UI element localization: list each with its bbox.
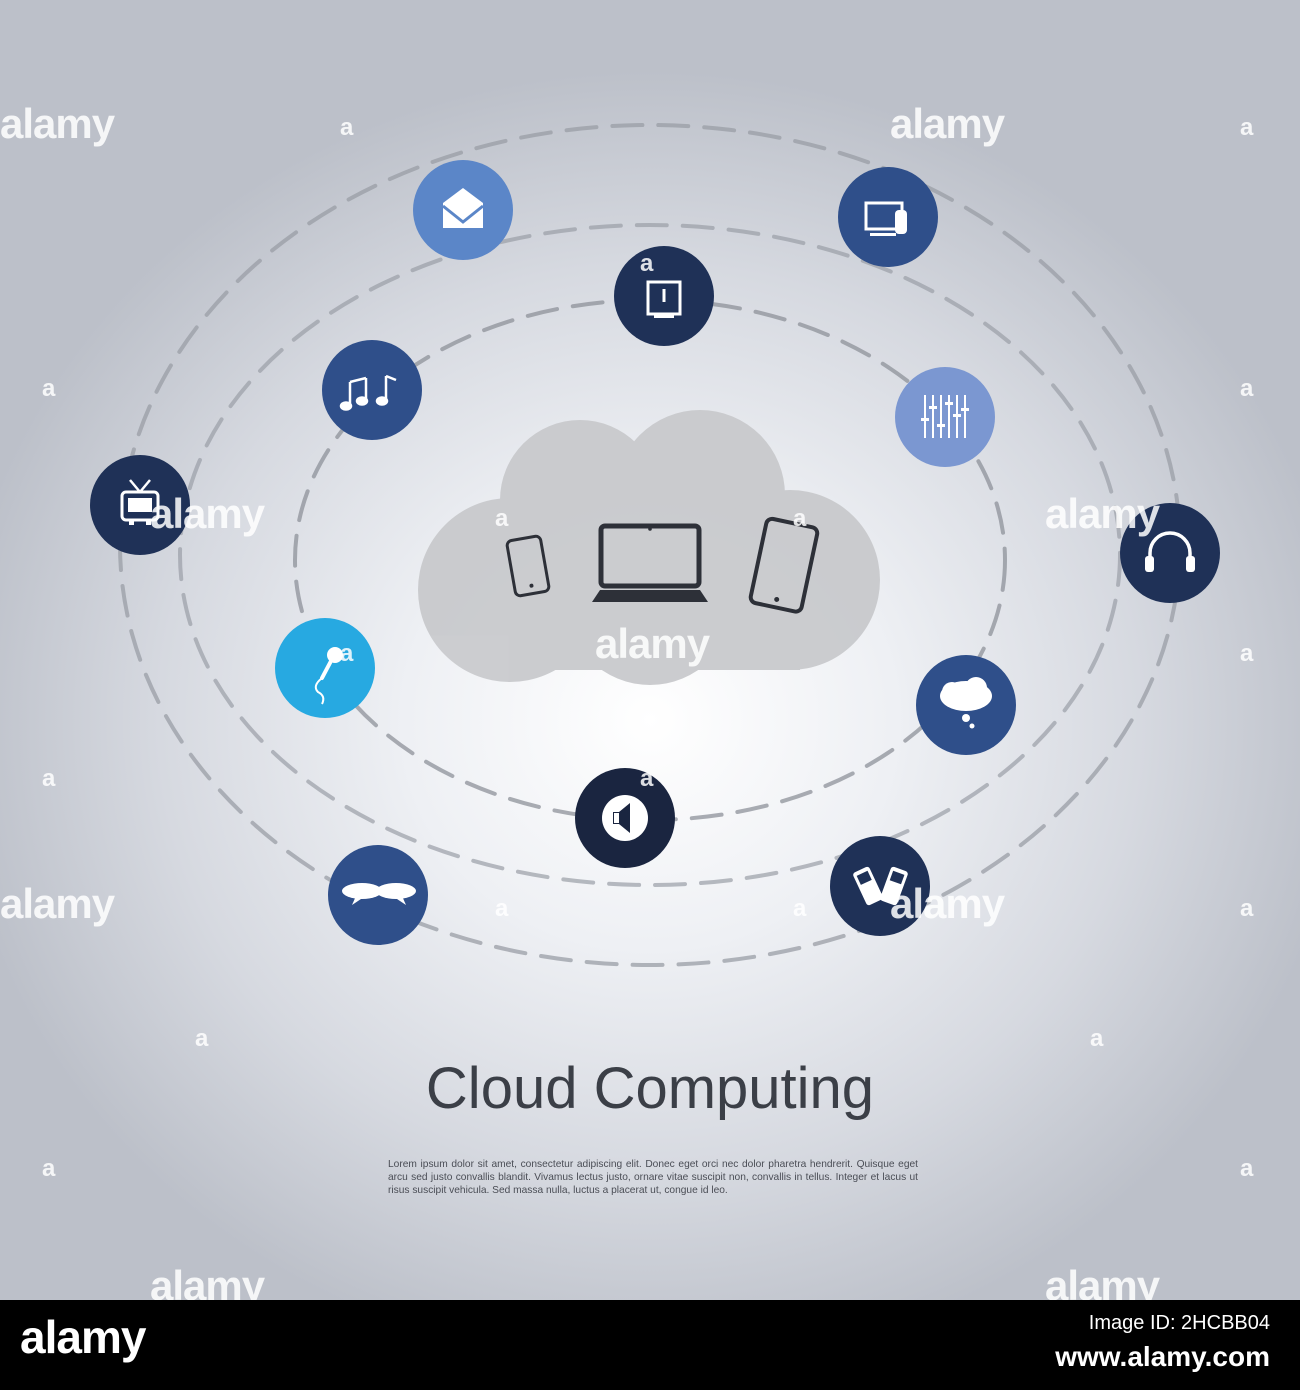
illustration (90, 123, 1220, 967)
watermark-mark: a (1240, 895, 1254, 922)
watermark-mark: a (42, 765, 56, 792)
watermark: alamy (0, 100, 115, 147)
watermark-mark: a (793, 505, 807, 532)
music-notes-icon (322, 340, 422, 440)
watermark-mark: a (1240, 375, 1254, 402)
footer-info: Image ID: 2HCBB04 www.alamy.com (1055, 1312, 1270, 1373)
watermark-mark: a (495, 895, 509, 922)
body-text: Lorem ipsum dolor sit amet, consectetur … (388, 1159, 918, 1196)
image-id: Image ID: 2HCBB04 (1088, 1312, 1270, 1334)
microphone-icon (275, 618, 375, 718)
equalizer-icon (895, 367, 995, 467)
headphones-icon (1120, 503, 1220, 603)
watermark: alamy (1045, 1262, 1160, 1300)
watermark-mark: a (793, 895, 807, 922)
watermark-mark: a (42, 375, 56, 402)
watermark: alamy (150, 490, 265, 537)
watermark: alamy (595, 620, 710, 667)
watermark-mark: a (340, 640, 354, 667)
watermark: alamy (150, 1262, 265, 1300)
watermark-mark: a (640, 765, 654, 792)
watermark-mark: a (1240, 1155, 1254, 1182)
thought-bubble-icon (916, 655, 1016, 755)
speaker-icon (575, 768, 675, 868)
mobile-phones-icon (830, 836, 930, 936)
chat-bubbles-icon (328, 845, 428, 945)
watermark-mark: a (640, 250, 654, 277)
poster: alamy alamy alamy alamy alamy alamy alam… (0, 0, 1300, 1300)
watermark-mark: a (42, 1155, 56, 1182)
footer-logo: alamy (20, 1311, 146, 1363)
watermark-mark: a (1240, 114, 1254, 141)
watermark: alamy (890, 100, 1005, 147)
footer-bar (0, 1300, 1300, 1390)
watermark: alamy (890, 880, 1005, 927)
monitor-icon (838, 167, 938, 267)
watermark-mark: a (1240, 640, 1254, 667)
watermark-mark: a (495, 505, 509, 532)
tablet-icon (748, 516, 820, 614)
page-title: Cloud Computing (425, 1056, 875, 1121)
watermark: alamy (0, 880, 115, 927)
footer-url: www.alamy.com (1055, 1341, 1270, 1372)
watermark-mark: a (1090, 1025, 1104, 1052)
smartphone-icon (505, 534, 551, 598)
orbit-middle (178, 223, 1122, 887)
watermark-mark: a (340, 114, 354, 141)
tv-icon (90, 455, 190, 555)
laptop-icon (592, 523, 708, 602)
clock-icon (614, 246, 714, 346)
envelope-icon (413, 160, 513, 260)
watermark: alamy (1045, 490, 1160, 537)
watermark-mark: a (195, 1025, 209, 1052)
